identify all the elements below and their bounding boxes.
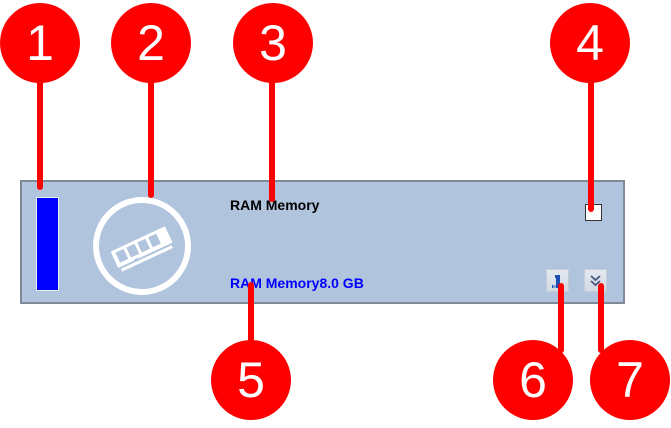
callout-7-badge: 7 bbox=[590, 340, 670, 420]
info-icon bbox=[552, 274, 563, 288]
ram-module-icon bbox=[90, 194, 194, 298]
callout-2-leader bbox=[148, 70, 154, 198]
callout-7-leader bbox=[598, 283, 604, 353]
callout-6-leader bbox=[558, 283, 564, 353]
callout-1-leader bbox=[37, 70, 43, 190]
callout-5-leader bbox=[248, 282, 254, 352]
callout-2-badge: 2 bbox=[111, 3, 191, 83]
usage-level-fill bbox=[37, 198, 58, 290]
double-chevron-down-icon bbox=[590, 275, 601, 287]
usage-level-bar bbox=[36, 197, 59, 291]
device-title: RAM Memory bbox=[230, 197, 320, 213]
callout-4-leader bbox=[588, 70, 594, 212]
device-panel: RAM Memory RAM Memory8.0 GB bbox=[20, 180, 625, 304]
callout-3-leader bbox=[269, 70, 275, 202]
device-subtitle[interactable]: RAM Memory8.0 GB bbox=[230, 275, 364, 291]
callout-4-badge: 4 bbox=[550, 3, 630, 83]
callout-1-badge: 1 bbox=[0, 3, 80, 83]
callout-5-badge: 5 bbox=[211, 340, 291, 420]
callout-6-badge: 6 bbox=[493, 340, 573, 420]
callout-3-badge: 3 bbox=[233, 3, 313, 83]
